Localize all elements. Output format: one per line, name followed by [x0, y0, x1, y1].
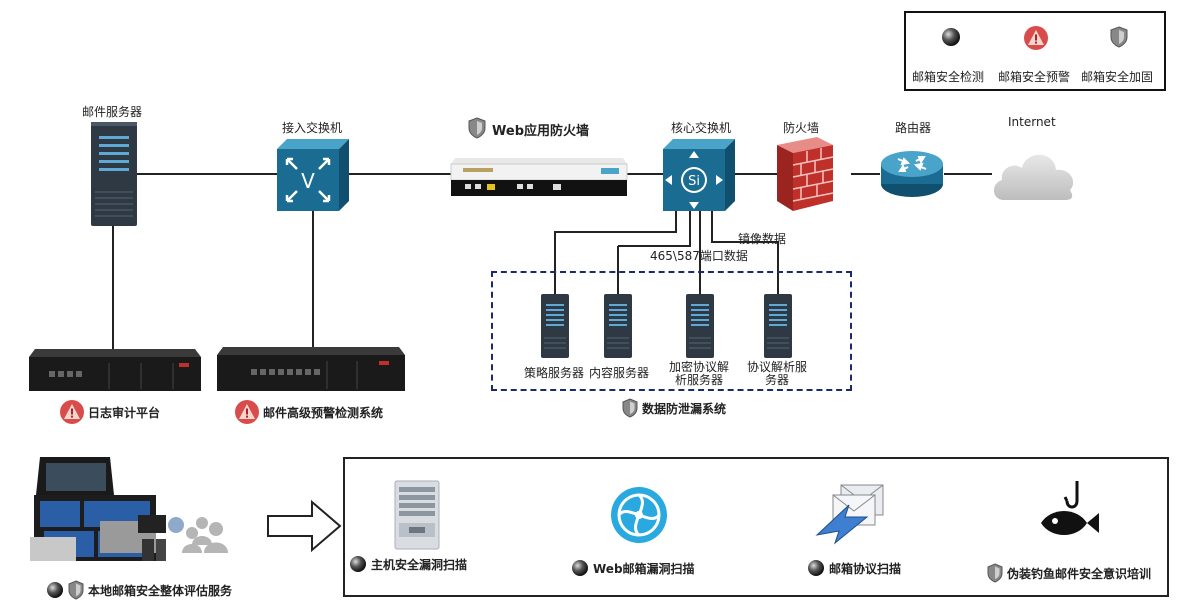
encrypt-server-icon [686, 294, 714, 358]
mail-warning-appliance-icon [217, 347, 405, 391]
waf-shield-icon [468, 117, 486, 139]
globe-icon [611, 487, 667, 543]
dlp-caption: 数据防泄漏系统 [622, 398, 726, 418]
shield-icon [622, 398, 638, 418]
protocol-scan-caption: 邮箱协议扫描 [807, 559, 901, 577]
log-audit-appliance-icon [29, 349, 201, 391]
dark-sphere-icon [350, 556, 366, 572]
waf-label: Web应用防火墙 [492, 124, 589, 139]
services-box: 主机安全漏洞扫描 Web邮箱漏洞扫描 邮箱协议扫描 伪装钓鱼邮件安全意识培训 [343, 457, 1169, 597]
local-assessment-label: 本地邮箱安全整体评估服务 [88, 583, 233, 598]
phishing-training-caption: 伪装钓鱼邮件安全意识培训 [987, 563, 1151, 583]
router-icon [881, 151, 943, 197]
router-label: 路由器 [895, 121, 932, 135]
core-switch-icon: Si [663, 139, 735, 211]
content-server-icon [604, 294, 632, 358]
protocol-server-label-line2: 务器 [765, 373, 790, 387]
cloud-icon [993, 154, 1074, 200]
local-assessment-caption: 本地邮箱安全整体评估服务 [46, 580, 232, 600]
red-warning-icon [1024, 26, 1048, 50]
assessment-kit-image [30, 457, 228, 561]
dark-sphere-icon [942, 28, 960, 46]
legend-harden-label: 邮箱安全加固 [1081, 70, 1154, 84]
access-switch-icon: V [277, 139, 349, 211]
mirror-data-label: 镜像数据 [738, 232, 787, 246]
access-switch-label: 接入交换机 [282, 121, 343, 135]
dlp-system-box [491, 271, 852, 391]
mail-warning-label: 邮件高级预警检测系统 [263, 405, 384, 420]
mail-envelopes-icon [815, 484, 884, 545]
dlp-system-label: 数据防泄漏系统 [642, 401, 727, 416]
policy-server-label: 策略服务器 [524, 366, 585, 380]
firewall-label: 防火墙 [783, 121, 820, 135]
dark-sphere-icon [572, 560, 588, 576]
dark-sphere-icon [808, 560, 824, 576]
host-scan-label: 主机安全漏洞扫描 [371, 557, 468, 572]
policy-server-icon [541, 294, 569, 358]
shield-icon [68, 580, 84, 600]
red-warning-icon [60, 400, 84, 424]
right-arrow-icon [267, 499, 342, 553]
dark-sphere-icon [47, 582, 63, 598]
phishing-training-label: 伪装钓鱼邮件安全意识培训 [1007, 566, 1152, 581]
legend-warn-label: 邮箱安全预警 [998, 70, 1071, 84]
host-scan-caption: 主机安全漏洞扫描 [349, 555, 467, 573]
red-warning-icon [235, 400, 259, 424]
mail-warning-caption: 邮件高级预警检测系统 [235, 400, 383, 424]
legend-detect-label: 邮箱安全检测 [912, 70, 985, 84]
firewall-icon [777, 137, 834, 211]
legend-box: 邮箱安全检测 邮箱安全预警 邮箱安全加固 [904, 11, 1166, 91]
shield-icon [987, 563, 1003, 583]
encrypt-server-label-line1: 加密协议解 [669, 360, 730, 374]
internet-label: Internet [1008, 115, 1056, 129]
encrypt-server-label-line2: 析服务器 [675, 373, 724, 387]
fish-hook-icon [1041, 481, 1099, 535]
host-server-icon [394, 480, 440, 550]
content-server-label: 内容服务器 [589, 366, 650, 380]
svg-text:Si: Si [688, 174, 700, 189]
waf-appliance-icon [450, 158, 628, 196]
port-data-label: 465\587端口数据 [650, 249, 748, 263]
protocol-scan-label: 邮箱协议扫描 [829, 561, 902, 576]
web-mail-scan-caption: Web邮箱漏洞扫描 [571, 559, 695, 577]
protocol-server-icon [764, 294, 792, 358]
shield-icon [1110, 26, 1128, 48]
mail-server-icon [91, 122, 137, 226]
log-audit-caption: 日志审计平台 [60, 400, 160, 424]
mail-server-label: 邮件服务器 [82, 105, 143, 119]
core-switch-label: 核心交换机 [671, 121, 732, 135]
log-audit-label: 日志审计平台 [88, 405, 161, 420]
protocol-server-label-line1: 协议解析服 [747, 360, 808, 374]
svg-text:V: V [301, 169, 315, 193]
web-mail-scan-label: Web邮箱漏洞扫描 [593, 561, 695, 576]
